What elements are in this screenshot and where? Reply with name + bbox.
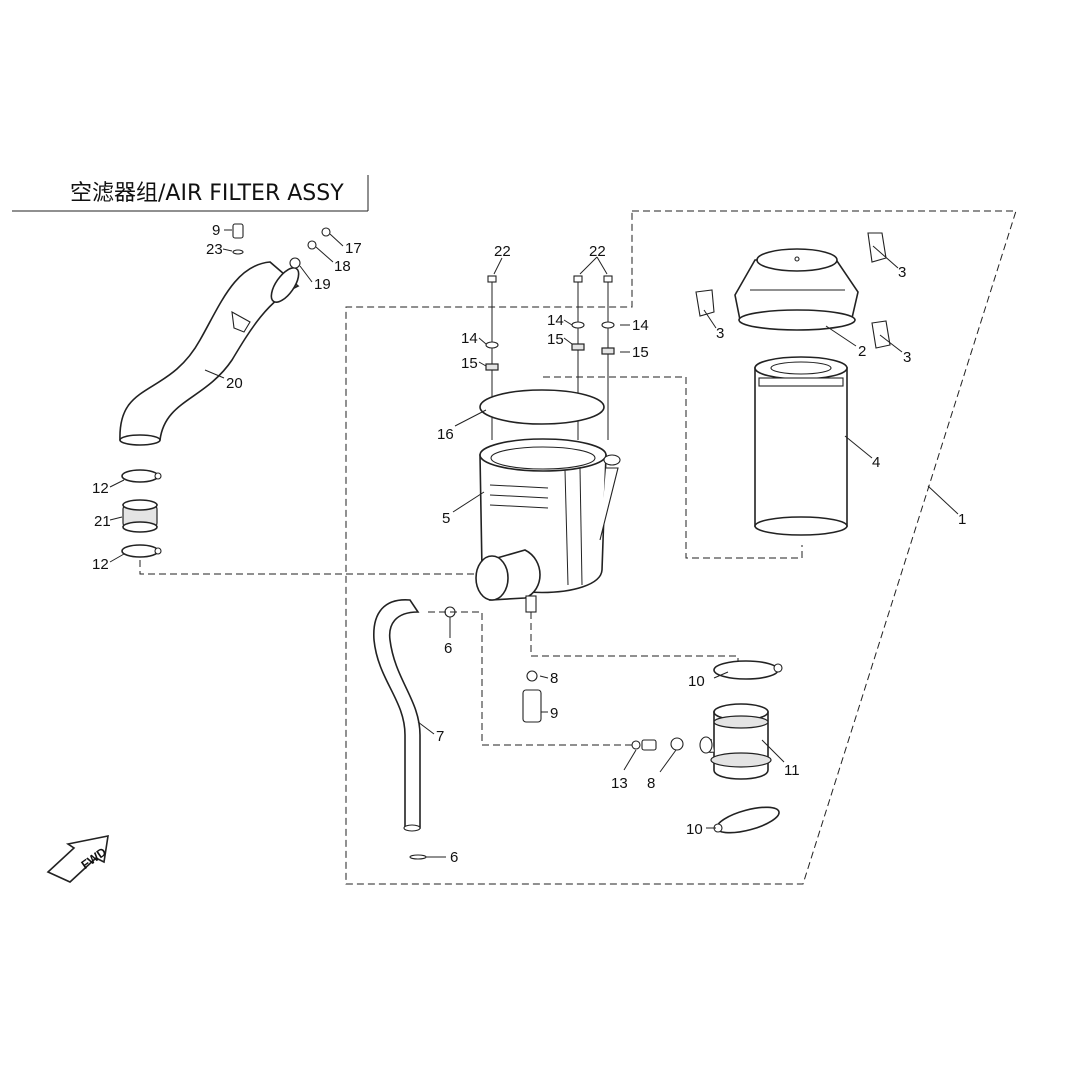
callout-13: 13 [611,775,628,792]
callout-20: 20 [226,375,243,392]
callout-7: 7 [436,728,444,745]
callout-19: 19 [314,276,331,293]
callout-14-mid: 14 [547,312,564,329]
plug-top [232,223,244,255]
callout-10-upper: 10 [688,673,705,690]
callout-9-lower: 9 [550,705,558,722]
callout-3-left: 3 [716,325,724,342]
callout-8-lower: 8 [647,775,655,792]
intake-hose [119,261,300,446]
hose-clamp-upper [121,469,162,483]
diagram-title: 空滤器组/AIR FILTER ASSY [70,181,344,206]
hose-coupler [122,499,158,533]
callout-12-upper: 12 [92,480,109,497]
filter-housing [475,438,621,613]
callout-11: 11 [784,762,800,779]
title-block: 空滤器组/AIR FILTER ASSY [12,175,369,212]
callout-17: 17 [345,240,362,257]
filter-cover [734,248,859,331]
drain-fitting [631,737,684,751]
callout-8-upper: 8 [550,670,558,687]
forward-arrow-icon: FWD [46,834,109,883]
callout-5: 5 [442,510,450,527]
callout-22-left: 22 [494,243,511,260]
callout-3-top: 3 [898,264,906,281]
filter-element [754,356,848,536]
cover-latches [695,232,891,349]
callout-14-left: 14 [461,330,478,347]
callout-15-left: 15 [461,355,478,372]
callout-2: 2 [858,343,866,360]
callout-4: 4 [872,454,880,471]
callout-1: 1 [958,511,966,528]
sensor-fasteners [289,227,331,269]
callout-15-right: 15 [632,344,649,361]
callout-18: 18 [334,258,351,275]
callout-10-lower: 10 [686,821,703,838]
assembly-boundary [345,210,1017,885]
leader-lines [109,229,959,858]
outlet-clamp-upper [713,660,783,680]
outlet-clamp-lower [713,806,780,834]
callout-6-lower: 6 [450,849,458,866]
callout-15-mid: 15 [547,331,564,348]
callout-9-top: 9 [212,222,220,239]
callout-21: 21 [94,513,111,530]
outlet-adapter [699,703,772,780]
seal-ring [479,389,605,425]
callout-6-upper: 6 [444,640,452,657]
mounting-hardware [485,275,615,440]
breather-tube [373,599,421,832]
callout-12-lower: 12 [92,556,109,573]
hose-clamp-lower [121,544,162,558]
callout-labels: 1 2 3 3 3 4 5 6 6 7 8 8 9 9 10 10 11 12 … [92,222,966,866]
callout-22-right: 22 [589,243,606,260]
callout-23: 23 [206,241,223,258]
callout-16: 16 [437,426,454,443]
tube-clips [409,606,542,860]
callout-14-right: 14 [632,317,649,334]
callout-3-right: 3 [903,349,911,366]
